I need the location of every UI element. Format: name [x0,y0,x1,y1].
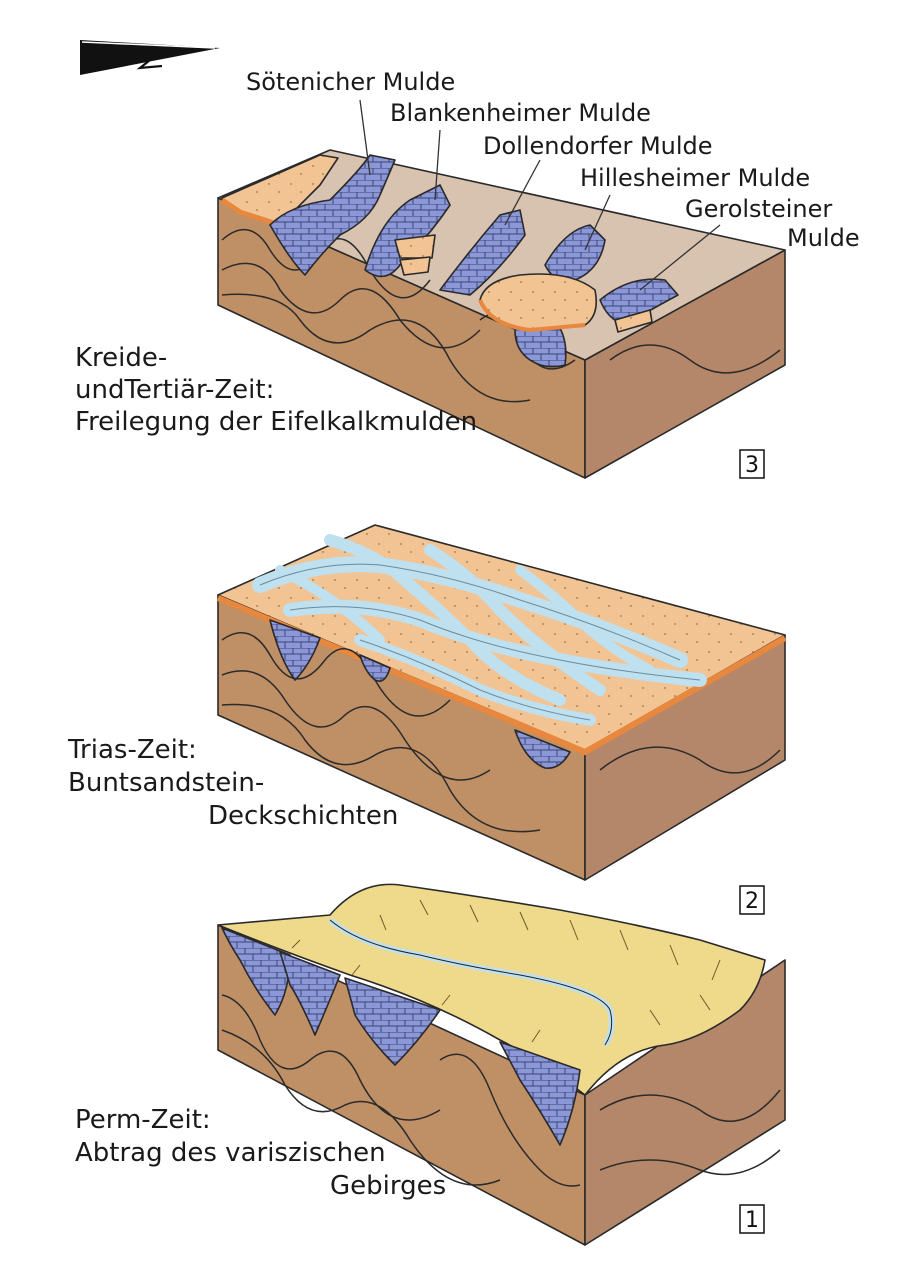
limestone-syncline [514,729,571,769]
sandstone-remnant [399,256,431,276]
limestone-syncline [344,977,441,1066]
panel-2-caption-line-2: Buntsandstein- [68,768,264,798]
panel-2-number: 2 [745,889,759,914]
sandstone-remnant [614,309,653,333]
label-hillesheimer-mulde: Hillesheimer Mulde [580,164,810,192]
label-dollendorfer-mulde: Dollendorfer Mulde [483,132,713,160]
panel-1-caption-line-1: Perm-Zeit: [75,1105,211,1135]
limestone-syncline [269,154,396,276]
limestone-syncline [364,184,451,278]
limestone-syncline [221,927,291,1016]
limestone-syncline [359,654,391,682]
label-soetenicher-mulde: Sötenicher Mulde [246,68,455,96]
panel-1-number: 1 [745,1208,759,1233]
panel-1-caption-line-3: Gebirges [330,1171,446,1201]
panel-3-number: 3 [745,453,759,478]
panel-2-block [216,524,787,881]
panel-2-number-box [739,885,765,915]
panel-3-caption-line-1: Kreide- [75,343,167,373]
limestone-syncline [279,951,341,1036]
limestone-syncline [499,1041,581,1146]
panel-3-caption-line-3: Freilegung der Eifelkalkmulden [75,407,477,437]
limestone-syncline [599,278,679,326]
panel-2-caption-line-3: Deckschichten [208,801,398,831]
panel-3-caption-line-2: undTertiär-Zeit: [75,375,274,405]
panel-1-number-box [739,1204,765,1234]
panel-3-number-box [739,449,765,479]
panel-1-caption-line-2: Abtrag des variszischen [75,1138,386,1168]
sandstone-remnant [394,234,436,259]
limestone-syncline [269,619,321,681]
limestone-syncline [439,209,526,296]
label-blankenheimer-mulde: Blankenheimer Mulde [390,99,651,127]
panel-2-caption-line-1: Trias-Zeit: [67,735,197,765]
panel-3-block [217,99,786,479]
label-mulde: Mulde [787,224,860,252]
panel-1-block [217,883,786,1246]
label-gerolsteiner: Gerolsteiner [685,195,832,223]
north-arrow-icon [80,40,220,75]
